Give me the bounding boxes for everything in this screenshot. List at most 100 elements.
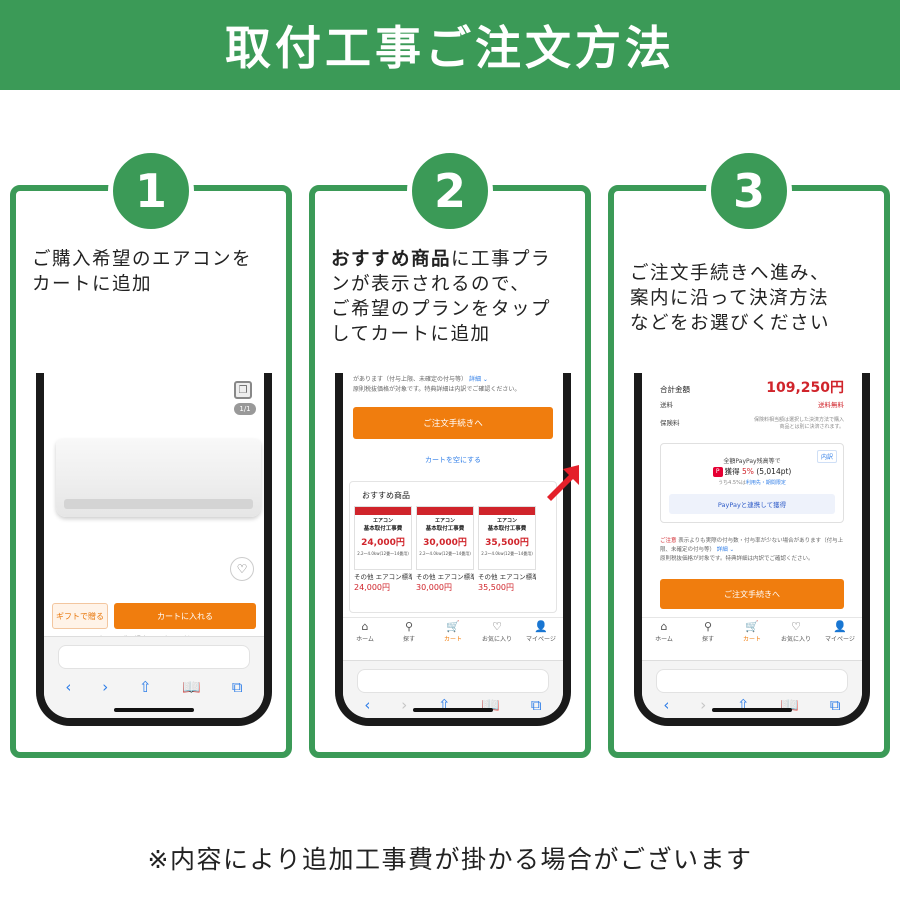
step-1-desc-line: カートに追加: [32, 274, 153, 295]
thumb-label: エアコン: [372, 518, 393, 524]
checkout-button[interactable]: ご注文手続きへ: [353, 407, 553, 439]
step-3-badge: 3: [706, 148, 792, 234]
cart-icon: 🛒: [446, 620, 460, 633]
recommended-item[interactable]: エアコン 基本取付工事費 24,000円 2.2〜4.0kw(12畳〜14畳用)…: [354, 506, 412, 593]
limit-link[interactable]: 利用先・期間限定: [745, 480, 786, 486]
tab-home[interactable]: ⌂ ホーム: [344, 618, 386, 647]
product-thumbnail: エアコン 基本取付工事費 24,000円 2.2〜4.0kw(12畳〜14畳用): [354, 506, 412, 570]
gift-button[interactable]: ギフトで贈る: [52, 603, 108, 629]
tab-label: カート: [443, 636, 462, 643]
safari-address-bar[interactable]: [58, 645, 250, 669]
tabs-icon[interactable]: ⧉: [231, 678, 243, 696]
safari-nav-row: ‹ › ⇧ 📖 ⧉: [349, 695, 557, 715]
phone-screen-2: があります（付与上限、未確定の付与等） 詳細 ⌄ 原則税抜価格が対象です。特典詳…: [343, 373, 563, 718]
home-icon: ⌂: [361, 620, 369, 633]
tab-label: マイページ: [526, 636, 556, 643]
step-2-desc-line: してカートに追加: [331, 324, 491, 345]
forward-icon[interactable]: ›: [401, 696, 408, 714]
tab-cart[interactable]: 🛒 カート: [432, 618, 474, 647]
product-thumbnail: エアコン 基本取付工事費 30,000円 2.2〜4.0kw(12畳〜14畳用): [416, 506, 474, 570]
details-link[interactable]: 詳細 ⌄: [468, 376, 488, 383]
tab-label: カート: [742, 636, 761, 643]
phone-screen-1: ❐ 1/1 ♡ ギフトで贈る カートに入れる ギフトで贈る場合はログインが必要で…: [44, 373, 264, 718]
recommended-products: おすすめ商品 エアコン 基本取付工事費 24,000円 2.2〜4.0kw(12…: [349, 481, 557, 613]
thumb-label: エアコン: [434, 518, 455, 524]
recommended-item[interactable]: エアコン 基本取付工事費 35,500円 2.2〜4.0kw(12畳〜14畳用)…: [478, 506, 536, 593]
product-name: その他 エアコン標準基本取付…: [478, 573, 536, 581]
thumb-spec: 2.2〜4.0kw(12畳〜14畳用): [357, 551, 409, 556]
product-name: その他 エアコン標準基本取付…: [416, 573, 474, 581]
shipping-label: 送料: [660, 401, 673, 409]
thumb-price: 35,500円: [485, 538, 529, 548]
insurance-note: 保険料相当額は選択した決済方法で購入商品とは別に決済されます。: [753, 417, 844, 430]
forward-icon[interactable]: ›: [700, 696, 707, 714]
share-icon[interactable]: ⇧: [138, 678, 152, 696]
thumb-title: 基本取付工事費: [487, 526, 527, 532]
product-thumbnail: エアコン 基本取付工事費 35,500円 2.2〜4.0kw(12畳〜14畳用): [478, 506, 536, 570]
favorite-heart-icon[interactable]: ♡: [230, 557, 254, 581]
points-notice-text: 表示よりも実際の付与数・付与率が少ない場合があります（付与上限、未確定の付与等）: [660, 538, 844, 553]
tab-mypage[interactable]: 👤マイページ: [819, 618, 861, 647]
step-1-badge: 1: [108, 148, 194, 234]
safari-address-bar[interactable]: [357, 669, 549, 693]
total-value: 109,250円: [766, 380, 844, 396]
paypay-link-button[interactable]: PayPayと連携して獲得: [669, 494, 835, 514]
tabs-icon[interactable]: ⧉: [530, 696, 542, 714]
step-2-desc-line: ンが表示されるので、: [331, 274, 531, 295]
bookmarks-icon[interactable]: 📖: [182, 678, 202, 696]
page-title: 取付工事ご注文方法: [225, 21, 675, 75]
search-icon: ⚲: [703, 620, 713, 633]
header-banner: 取付工事ご注文方法: [0, 0, 900, 90]
step-1-desc-line: ご購入希望のエアコンを: [32, 249, 253, 270]
notice-warning: ご注意: [660, 538, 677, 544]
app-tab-bar: ⌂ ホーム ⚲ 探す 🛒 カート ♡お気に入り 👤 マイページ: [343, 617, 563, 647]
product-price: 24,000円: [354, 583, 390, 592]
step-2-card: おすすめ商品に工事プラ ンが表示されるので、 ご希望のプランをタップ してカート…: [309, 185, 591, 758]
insurance-label: 保険料: [660, 419, 680, 427]
safari-toolbar: ‹ › ⇧ 📖 ⧉: [343, 660, 563, 718]
product-price: 30,000円: [416, 583, 452, 592]
back-icon[interactable]: ‹: [364, 696, 371, 714]
tabs-icon[interactable]: ⧉: [829, 696, 841, 714]
tab-search[interactable]: ⚲ 探す: [388, 618, 430, 647]
search-icon: ⚲: [404, 620, 414, 633]
tab-label: 探す: [402, 636, 415, 643]
red-pointer-arrow-icon: [547, 465, 579, 501]
tab-label: ホーム: [356, 636, 374, 643]
breakdown-badge[interactable]: 内訳: [816, 450, 837, 463]
step-2-desc-bold: おすすめ商品: [331, 249, 452, 270]
user-icon: 👤: [534, 620, 548, 633]
tab-favorites[interactable]: ♡お気に入り: [476, 618, 518, 647]
step-2-desc-line: ご希望のプランをタップ: [331, 299, 552, 320]
cart-icon: 🛒: [745, 620, 759, 633]
safari-address-bar[interactable]: [656, 669, 848, 693]
empty-cart-link[interactable]: カートを空にする: [424, 456, 482, 464]
recommended-item[interactable]: エアコン 基本取付工事費 30,000円 2.2〜4.0kw(12畳〜14畳用)…: [416, 506, 474, 593]
details-link[interactable]: 詳細 ⌄: [716, 547, 735, 553]
step-3-description: ご注文手続きへ進み、 案内に沿って決済方法 などをお選びください: [630, 261, 884, 336]
paypay-line-3: うち4.5%は利用先・期間限定: [661, 479, 843, 486]
gallery-icon[interactable]: ❐: [234, 381, 252, 399]
home-indicator: [413, 708, 493, 712]
recommended-title: おすすめ商品: [362, 491, 410, 500]
safari-toolbar: ‹ › ⇧ 📖 ⧉: [44, 636, 264, 718]
phone-screen-3: 合計金額 109,250円 送料 送料無料 保険料 保険料相当額は選択した決済方…: [642, 373, 862, 718]
tab-search[interactable]: ⚲探す: [687, 618, 729, 647]
earn-points: (5,014pt): [753, 467, 792, 476]
earn-label: 獲得: [724, 467, 743, 476]
step-3-desc-line: などをお選びください: [630, 313, 831, 334]
limit-note: うち4.5%は: [718, 480, 746, 486]
checkout-button[interactable]: ご注文手続きへ: [660, 579, 844, 609]
tab-home[interactable]: ⌂ホーム: [643, 618, 685, 647]
forward-icon[interactable]: ›: [102, 678, 109, 696]
step-3-desc-line: 案内に沿って決済方法: [630, 288, 830, 309]
add-to-cart-button[interactable]: カートに入れる: [114, 603, 256, 629]
tab-favorites[interactable]: ♡お気に入り: [775, 618, 817, 647]
tab-cart[interactable]: 🛒 カート: [731, 618, 773, 647]
back-icon[interactable]: ‹: [663, 696, 670, 714]
tab-mypage[interactable]: 👤 マイページ: [520, 618, 562, 647]
back-icon[interactable]: ‹: [65, 678, 72, 696]
step-2-description: おすすめ商品に工事プラ ンが表示されるので、 ご希望のプランをタップ してカート…: [331, 247, 585, 347]
